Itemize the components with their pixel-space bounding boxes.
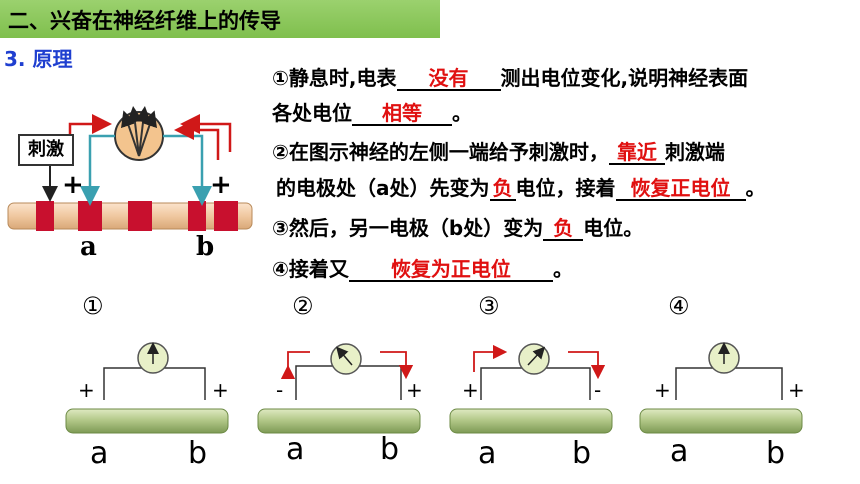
top-plus-left: + (62, 170, 84, 200)
panel-3-b: b (572, 436, 592, 471)
node-5 (214, 201, 238, 231)
panel-4-graphics (639, 342, 803, 434)
panel-2-number: ② (292, 292, 314, 320)
panel-4-a: a (670, 434, 689, 469)
line-1: ①静息时,电表没有测出电位变化,说明神经表面 (272, 62, 748, 91)
answer-4a: 负 (489, 177, 516, 201)
line-2: 各处电位相等。 (272, 97, 472, 126)
top-plus-right: + (210, 170, 232, 200)
line-3: ②在图示神经的左侧一端给予刺激时，靠近刺激端 (272, 136, 725, 165)
l4-post: 。 (745, 176, 766, 200)
panel-4-right-sign: + (788, 378, 805, 402)
panel-1-number: ① (82, 292, 104, 320)
l2-post: 。 (452, 101, 472, 125)
title-bar (0, 0, 440, 38)
panel-2-b: b (380, 432, 400, 467)
line-4: 的电极处（a处）先变为负电位，接着恢复正电位。 (276, 172, 766, 201)
panel-2-graphics (257, 343, 421, 434)
answer-1: 没有 (396, 67, 501, 91)
line-6: ④接着又恢复为正电位。 (272, 253, 573, 282)
panel-4-b: b (766, 436, 786, 471)
stimulus-label: 刺激 (18, 134, 74, 166)
nerve-2 (257, 408, 421, 434)
nerve-4 (639, 408, 803, 434)
l5-post: 电位。 (583, 216, 644, 240)
panel-1-graphics (65, 342, 229, 434)
node-1 (36, 201, 54, 231)
panel-3-right-sign: - (594, 378, 602, 402)
answer-2: 相等 (352, 102, 452, 126)
panel-3-graphics (449, 343, 613, 434)
section-heading: 3. 原理 (4, 47, 73, 71)
node-2 (78, 201, 102, 231)
l2-pre: 各处电位 (272, 101, 352, 125)
panel-1-b: b (188, 436, 208, 471)
l3-post: 刺激端 (664, 140, 725, 164)
panel-1-left-sign: + (78, 378, 95, 402)
panel-4-number: ④ (668, 292, 690, 320)
l6-post: 。 (552, 257, 573, 281)
top-nerve-diagram (7, 106, 253, 231)
l3-pre: ②在图示神经的左侧一端给予刺激时， (272, 140, 609, 164)
line-5: ③然后，另一电极（b处）变为负电位。 (272, 212, 643, 241)
slide-title: 二、兴奋在神经纤维上的传导 (8, 9, 281, 33)
panel-2-right-sign: + (406, 378, 423, 402)
l5-pre: ③然后，另一电极（b处）变为 (272, 216, 544, 240)
panel-3-number: ③ (478, 292, 500, 320)
answer-6: 恢复为正电位 (348, 258, 553, 282)
panel-3-left-sign: + (462, 378, 479, 402)
top-label-a: a (80, 232, 97, 262)
answer-3: 靠近 (608, 141, 665, 165)
answer-4b: 恢复正电位 (615, 177, 746, 201)
panel-3-a: a (478, 436, 497, 471)
panel-1-a: a (90, 436, 109, 471)
l1-pre: ①静息时,电表 (272, 66, 397, 90)
node-4 (188, 201, 206, 231)
top-label-b: b (196, 232, 215, 262)
panel-2-left-sign: - (276, 378, 284, 402)
node-3 (128, 201, 152, 231)
nerve-1 (65, 408, 229, 434)
answer-5: 负 (543, 217, 584, 241)
l4-mid: 电位，接着 (515, 176, 616, 200)
panel-1-right-sign: + (212, 378, 229, 402)
panel-2-a: a (286, 432, 305, 467)
l1-post: 测出电位变化,说明神经表面 (500, 66, 749, 90)
panel-4-left-sign: + (654, 378, 671, 402)
nerve-3 (449, 408, 613, 434)
l6-pre: ④接着又 (272, 257, 349, 281)
l4-pre: 的电极处（a处）先变为 (276, 176, 490, 200)
